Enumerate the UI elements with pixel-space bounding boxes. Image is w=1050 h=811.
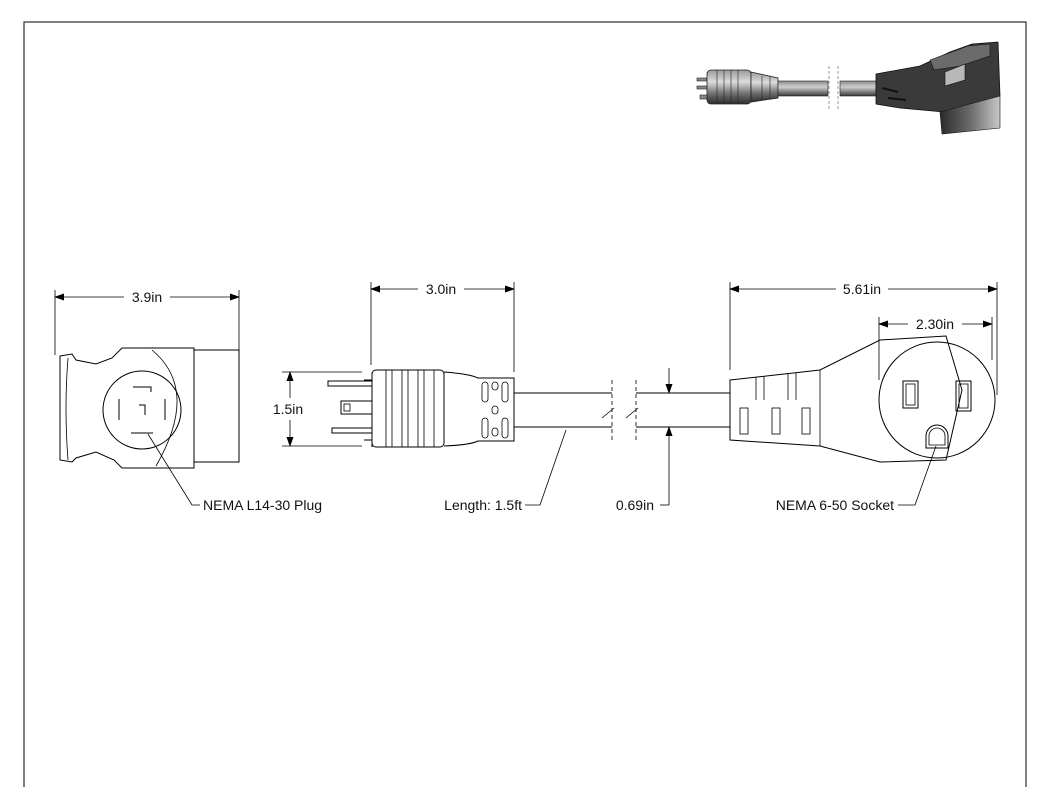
socket-face-slots bbox=[902, 380, 972, 449]
callout-socket-type: NEMA 6-50 Socket bbox=[776, 497, 894, 513]
preview-plug-body bbox=[706, 69, 779, 105]
socket-view bbox=[729, 335, 996, 463]
dim-plug-height: 1.5in bbox=[273, 401, 303, 417]
dim-plug-length: 3.0in bbox=[426, 281, 456, 297]
plug-side-view bbox=[327, 369, 515, 448]
preview-socket-head bbox=[875, 41, 1001, 135]
callout-cable-length: Length: 1.5ft bbox=[444, 497, 522, 513]
plug-face-pins bbox=[118, 386, 166, 434]
preview-cord bbox=[777, 66, 881, 110]
cord-break-marks bbox=[601, 380, 639, 440]
plug-side-grip-rings bbox=[385, 370, 435, 447]
preview-plug-prongs bbox=[696, 77, 709, 100]
dim-plug-face-width: 3.9in bbox=[132, 289, 162, 305]
isometric-preview bbox=[696, 41, 1001, 135]
drawing-border bbox=[23, 21, 1027, 787]
plug-side-boot bbox=[443, 371, 515, 447]
dim-cable-diameter: 0.69in bbox=[616, 497, 654, 513]
plug-face-view bbox=[59, 347, 240, 469]
dim-socket-face-width: 2.30in bbox=[916, 316, 954, 332]
plug-face-outline bbox=[59, 347, 195, 469]
callout-leaders bbox=[147, 429, 937, 506]
socket-face-circle bbox=[878, 341, 996, 459]
plug-face-side bbox=[193, 349, 240, 463]
socket-grip-ribs bbox=[739, 373, 811, 435]
plug-side-prongs bbox=[327, 380, 373, 434]
plug-face-edge bbox=[151, 349, 178, 467]
socket-body bbox=[729, 335, 963, 463]
dimension-lines bbox=[54, 282, 998, 506]
plug-face-circle bbox=[102, 370, 182, 450]
callout-plug-type: NEMA L14-30 Plug bbox=[203, 497, 322, 513]
cord bbox=[514, 380, 730, 440]
dim-socket-length: 5.61in bbox=[843, 281, 881, 297]
plug-side-boot-slots bbox=[481, 381, 509, 439]
